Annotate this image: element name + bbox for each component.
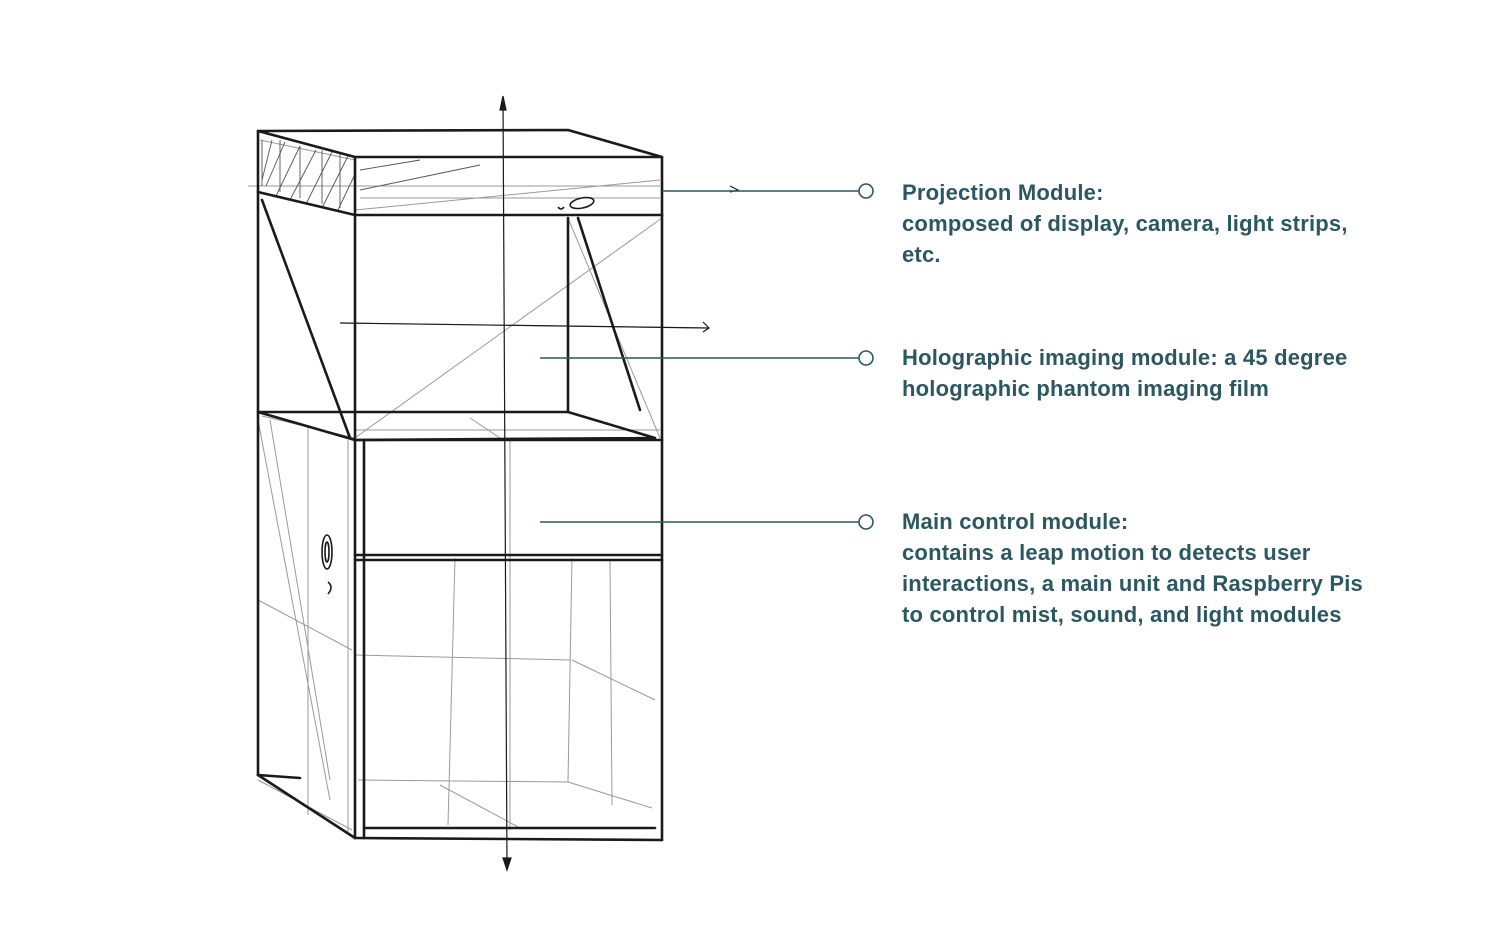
construction-lines xyxy=(248,139,709,835)
horizontal-axis xyxy=(339,185,740,333)
annotation-projection-module: Projection Module: composed of display, … xyxy=(902,177,1372,270)
annotation-holographic-title: Holographic imaging module: a 45 degree … xyxy=(902,345,1348,401)
annotation-control-body: contains a leap motion to detects user i… xyxy=(902,540,1363,627)
camera-lens xyxy=(557,196,595,210)
hatching xyxy=(261,139,481,211)
annotation-main-control-module: Main control module: contains a leap mot… xyxy=(902,506,1372,630)
leader-lines xyxy=(540,183,874,530)
side-buttons xyxy=(321,534,333,595)
cabinet-outline xyxy=(256,128,664,842)
leader-holographic-dot xyxy=(858,350,874,366)
annotation-projection-body: composed of display, camera, light strip… xyxy=(902,211,1348,267)
vertical-axis xyxy=(499,95,512,872)
leader-projection-dot xyxy=(858,183,874,199)
annotation-holographic-module: Holographic imaging module: a 45 degree … xyxy=(902,342,1372,404)
leader-control-dot xyxy=(858,514,874,530)
annotation-projection-title: Projection Module: xyxy=(902,180,1104,205)
annotation-control-title: Main control module: xyxy=(902,509,1129,534)
